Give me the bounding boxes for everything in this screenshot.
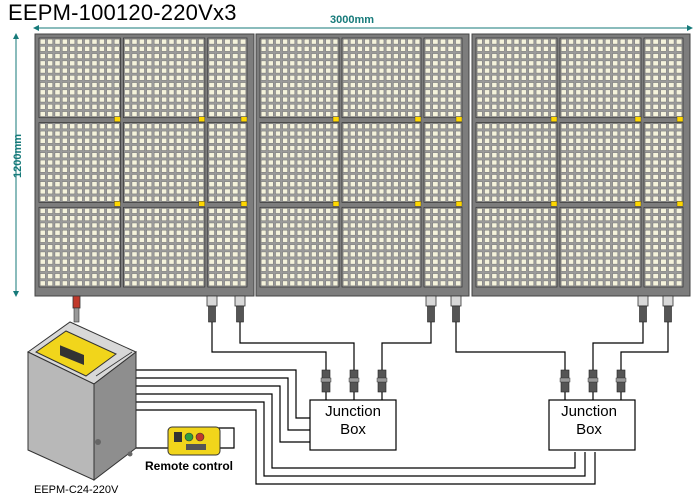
junction-box-2-label: Junction Box <box>549 403 629 439</box>
module-link <box>550 116 558 122</box>
width-dimension-label: 3000mm <box>330 14 375 26</box>
controller-model-label: EEPM-C24-220V <box>34 484 119 496</box>
module-link <box>455 201 463 207</box>
module-link <box>414 201 422 207</box>
module-link <box>114 116 121 122</box>
junction-box-2-line2: Box <box>576 421 602 438</box>
remote-control <box>167 426 221 456</box>
module-link <box>198 201 206 207</box>
junction-box-2-line1: Junction <box>561 403 617 420</box>
module-link <box>114 201 121 207</box>
junction-box-1-line1: Junction <box>325 403 381 420</box>
diagram-title: EEPM-100120-220Vx3 <box>8 0 237 25</box>
module-link <box>455 116 463 122</box>
panel-connector <box>662 295 674 307</box>
led-panel-array <box>34 33 691 297</box>
module-link <box>676 116 684 122</box>
module-link <box>550 201 558 207</box>
panel-connectors <box>206 295 674 323</box>
module-link <box>332 116 340 122</box>
junction-box-1-line2: Box <box>340 421 366 438</box>
remote-control-label: Remote control <box>145 459 234 473</box>
panel-connector <box>206 295 218 307</box>
module-link <box>634 201 642 207</box>
module-link <box>198 116 206 122</box>
junction-box-2 <box>548 399 636 451</box>
height-dimension-label: 1200mm <box>12 133 24 179</box>
cables <box>136 322 669 485</box>
panel-connector <box>234 295 246 307</box>
module-link <box>414 116 422 122</box>
junction-box-1-label: Junction Box <box>313 403 393 439</box>
junction-box-plugs <box>320 369 627 393</box>
junction-box-1 <box>309 399 397 451</box>
panel-connector <box>637 295 649 307</box>
module-link <box>240 116 248 122</box>
module-link <box>240 201 248 207</box>
panel-connector <box>450 295 462 307</box>
panel-connector <box>425 295 437 307</box>
module-link <box>634 116 642 122</box>
controller-cabinet <box>27 295 137 482</box>
module-link <box>676 201 684 207</box>
module-link <box>332 201 340 207</box>
